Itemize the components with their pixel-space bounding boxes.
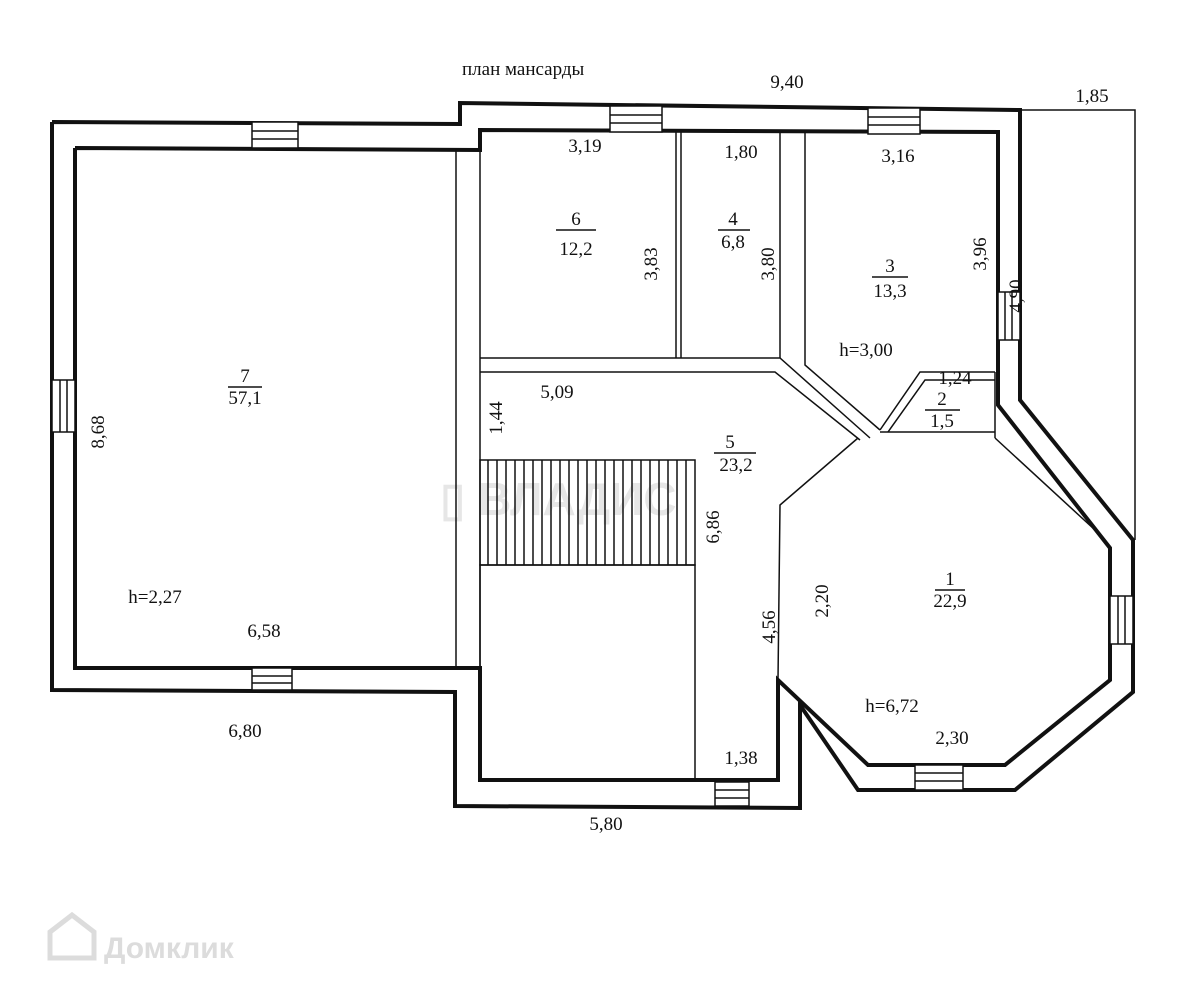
svg-text:6: 6	[571, 209, 581, 230]
svg-text:1,80: 1,80	[724, 142, 757, 163]
svg-text:h=3,00: h=3,00	[839, 340, 892, 361]
svg-text:1,24: 1,24	[938, 368, 972, 389]
svg-text:9,40: 9,40	[770, 72, 803, 93]
svg-text:1,5: 1,5	[930, 411, 954, 432]
svg-text:2,20: 2,20	[812, 584, 833, 617]
svg-text:13,3: 13,3	[873, 281, 906, 302]
watermark-portal: Домклик	[104, 932, 235, 965]
svg-text:23,2: 23,2	[719, 455, 752, 476]
svg-text:1,38: 1,38	[724, 748, 757, 769]
windows	[51, 105, 1134, 807]
svg-text:4,56: 4,56	[759, 610, 780, 643]
svg-text:4: 4	[728, 209, 738, 230]
svg-text:3,80: 3,80	[758, 247, 779, 280]
svg-text:5,09: 5,09	[540, 382, 573, 403]
svg-text:5,80: 5,80	[589, 814, 622, 835]
outer-wall	[50, 100, 1135, 811]
svg-text:1: 1	[945, 569, 955, 590]
svg-text:6,86: 6,86	[703, 510, 724, 543]
svg-text:12,2: 12,2	[559, 239, 592, 260]
svg-text:h=2,27: h=2,27	[128, 587, 181, 608]
svg-text:8,68: 8,68	[88, 415, 109, 448]
dimension-labels: 9,40 1,85 3,19 1,80 3,16 1,24 5,09 6,58 …	[88, 72, 1109, 835]
svg-text:3,16: 3,16	[881, 146, 914, 167]
svg-text:22,9: 22,9	[933, 591, 966, 612]
svg-text:2: 2	[937, 389, 947, 410]
inner-wall-line	[73, 127, 1112, 782]
svg-text:57,1: 57,1	[228, 388, 261, 409]
svg-text:1,85: 1,85	[1075, 86, 1108, 107]
svg-text:2,30: 2,30	[935, 728, 968, 749]
svg-text:3: 3	[885, 256, 895, 277]
svg-text:6,80: 6,80	[228, 721, 261, 742]
domclick-logo: Домклик	[47, 911, 235, 965]
svg-text:1,44: 1,44	[486, 401, 507, 435]
svg-text:3,96: 3,96	[970, 237, 991, 270]
svg-text:h=6,72: h=6,72	[865, 696, 918, 717]
svg-text:7: 7	[240, 366, 250, 387]
room-labels: 122,9 h=6,72 21,5 3 13,3 h=3,00 46,8 523,…	[128, 209, 966, 717]
svg-text:6,58: 6,58	[247, 621, 280, 642]
svg-text:5: 5	[725, 432, 735, 453]
plan-title: план мансарды	[462, 59, 585, 80]
svg-text:4,90: 4,90	[1006, 279, 1027, 312]
svg-text:3,83: 3,83	[641, 247, 662, 280]
svg-text:6,8: 6,8	[721, 232, 745, 253]
svg-text:3,19: 3,19	[568, 136, 601, 157]
partition-wall	[455, 149, 481, 669]
